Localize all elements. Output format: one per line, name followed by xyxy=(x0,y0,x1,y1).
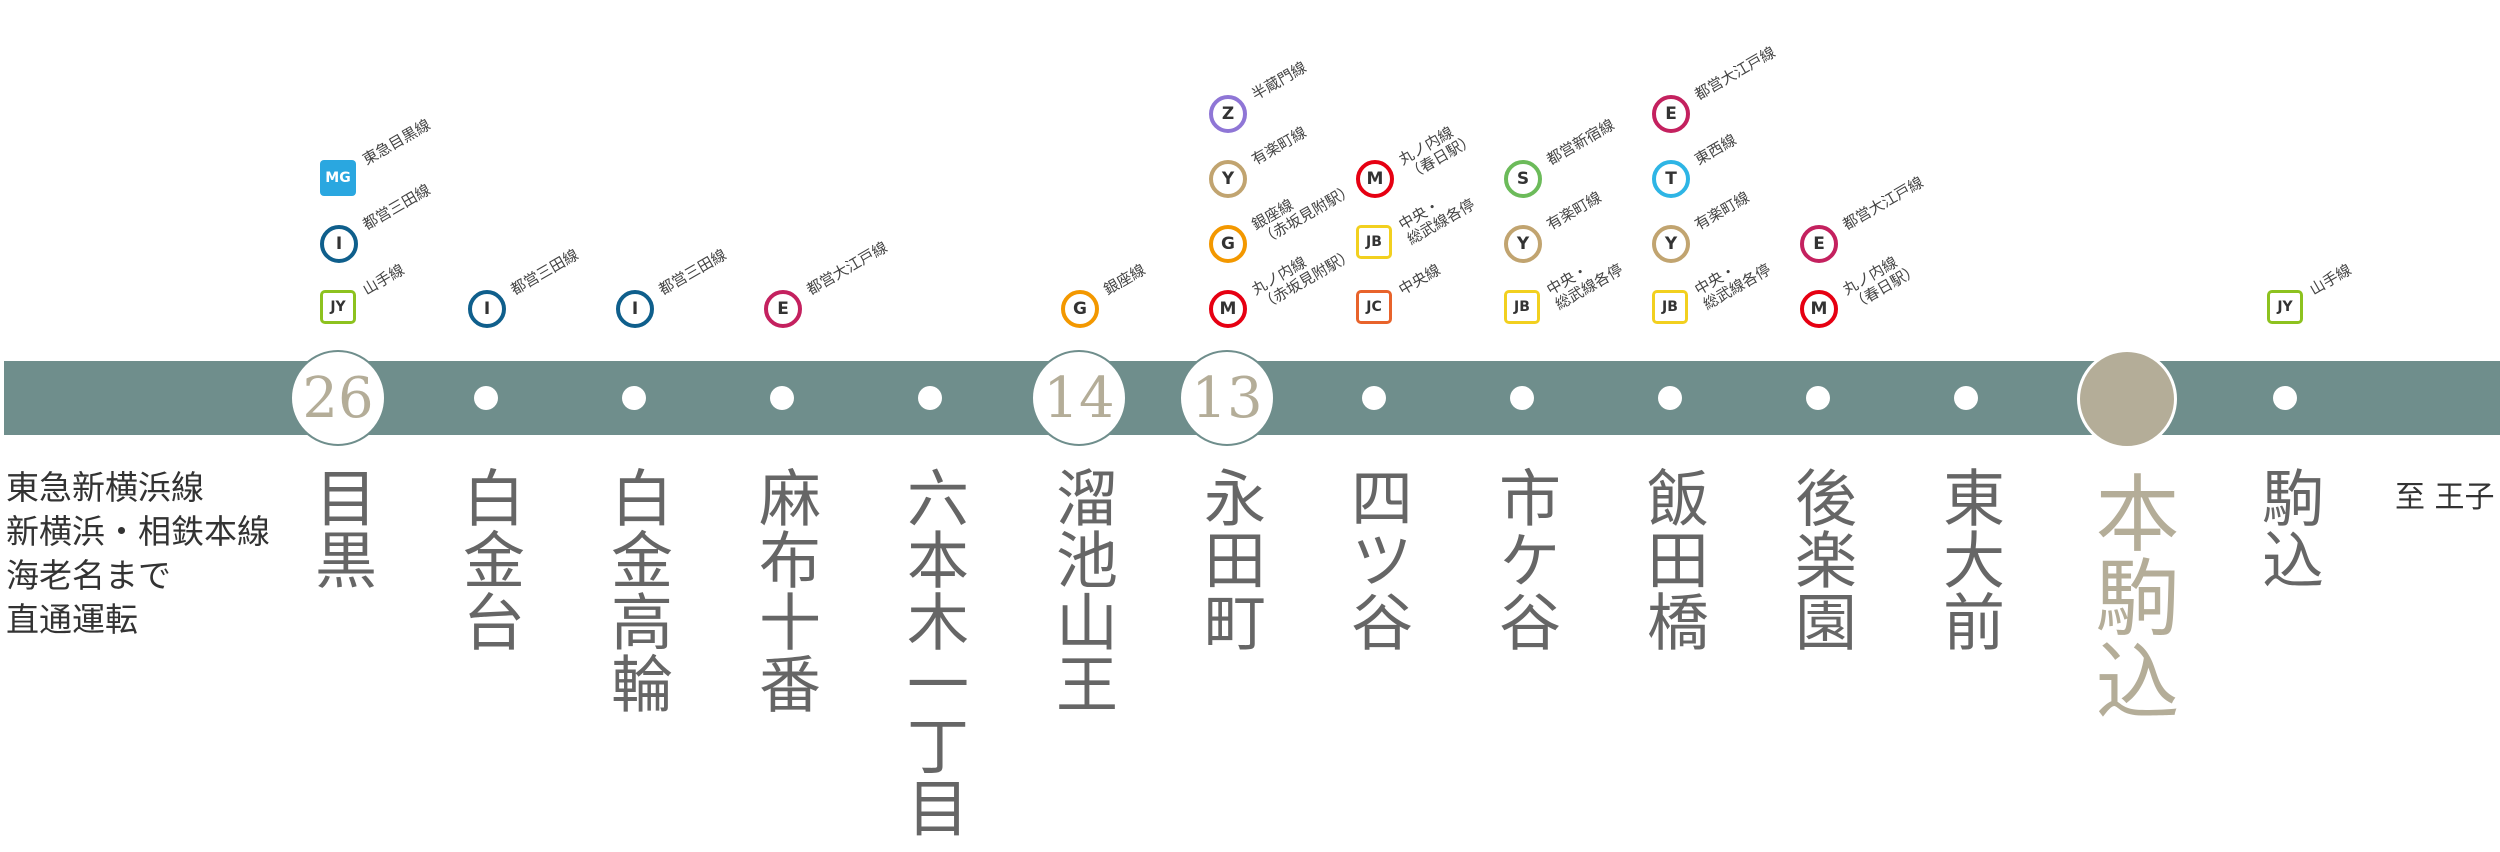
line-name: 東急目黒線 xyxy=(359,115,434,169)
note-line: 東急新横浜線 xyxy=(6,468,204,507)
station-number-badge: 14 xyxy=(1031,350,1127,446)
line-badge-icon: Y xyxy=(1504,225,1542,263)
station-name: 市ケ谷 xyxy=(1488,466,1561,652)
station-dot xyxy=(2273,386,2297,410)
line-badge-icon: M xyxy=(1356,160,1394,198)
station-name: 後楽園 xyxy=(1784,466,1857,652)
station-name: 飯田橋 xyxy=(1636,466,1709,652)
note-line: 新横浜・相鉄本線 xyxy=(6,512,270,551)
line-badge-icon: MG xyxy=(320,160,356,196)
line-badge-icon: I xyxy=(320,225,358,263)
line-badge-icon: Y xyxy=(1652,225,1690,263)
line-name: 山手線 xyxy=(2306,260,2355,299)
line-badge-icon: S xyxy=(1504,160,1542,198)
line-name: 半蔵門線 xyxy=(1248,58,1310,104)
line-badge-icon: Y xyxy=(1209,160,1247,198)
line-badge-icon: I xyxy=(468,290,506,328)
line-badge-icon: JY xyxy=(2267,290,2303,324)
line-name: 銀座線 xyxy=(1100,260,1149,299)
station-dot xyxy=(1362,386,1386,410)
line-name: 都営大江戸線 xyxy=(1691,43,1779,104)
station-number-badge: 13 xyxy=(1179,350,1275,446)
line-badge-icon: JB xyxy=(1652,290,1688,324)
station-name: 溜池山王 xyxy=(1045,466,1118,714)
target-station-marker xyxy=(2077,349,2177,449)
line-name: 都営大江戸線 xyxy=(803,238,891,299)
note-line: 海老名まで xyxy=(6,556,171,595)
line-badge-icon: I xyxy=(616,290,654,328)
line-badge-icon: G xyxy=(1209,225,1247,263)
line-badge-icon: JB xyxy=(1356,225,1392,259)
station-name: 東大前 xyxy=(1932,466,2005,652)
line-badge-icon: E xyxy=(1652,95,1690,133)
line-name: 中央線 xyxy=(1395,260,1444,299)
station-dot xyxy=(622,386,646,410)
line-badge-icon: JC xyxy=(1356,290,1392,324)
station-dot xyxy=(1954,386,1978,410)
station-number-badge: 26 xyxy=(290,350,386,446)
station-name: 白金高輪 xyxy=(600,466,673,714)
station-name: 麻布十番 xyxy=(748,466,821,714)
line-name: 東西線 xyxy=(1691,130,1740,169)
station-dot xyxy=(1658,386,1682,410)
line-badge-icon: JY xyxy=(320,290,356,324)
terminus-label: 至 王子 xyxy=(2395,480,2495,515)
line-name: 山手線 xyxy=(359,260,408,299)
line-badge-icon: T xyxy=(1652,160,1690,198)
line-badge-icon: M xyxy=(1800,290,1838,328)
line-badge-icon: E xyxy=(764,290,802,328)
station-dot xyxy=(1510,386,1534,410)
line-badge-icon: M xyxy=(1209,290,1247,328)
note-line: 直通運転 xyxy=(6,600,138,639)
line-badge-icon: E xyxy=(1800,225,1838,263)
line-badge-icon: G xyxy=(1061,290,1099,328)
station-name: 六本木一丁目 xyxy=(896,466,969,838)
station-dot xyxy=(918,386,942,410)
line-badge-icon: Z xyxy=(1209,95,1247,133)
station-name: 永田町 xyxy=(1193,466,1266,652)
station-name: 白金台 xyxy=(452,466,525,652)
station-name: 本駒込 xyxy=(2082,470,2180,722)
station-name: 目黒 xyxy=(304,466,377,590)
station-dot xyxy=(474,386,498,410)
station-name: 四ツ谷 xyxy=(1340,466,1413,652)
station-dot xyxy=(770,386,794,410)
line-badge-icon: JB xyxy=(1504,290,1540,324)
through-service-note: 東急新横浜線 新横浜・相鉄本線 海老名まで 直通運転 xyxy=(6,466,270,642)
station-name: 駒込 xyxy=(2251,466,2324,590)
station-dot xyxy=(1806,386,1830,410)
